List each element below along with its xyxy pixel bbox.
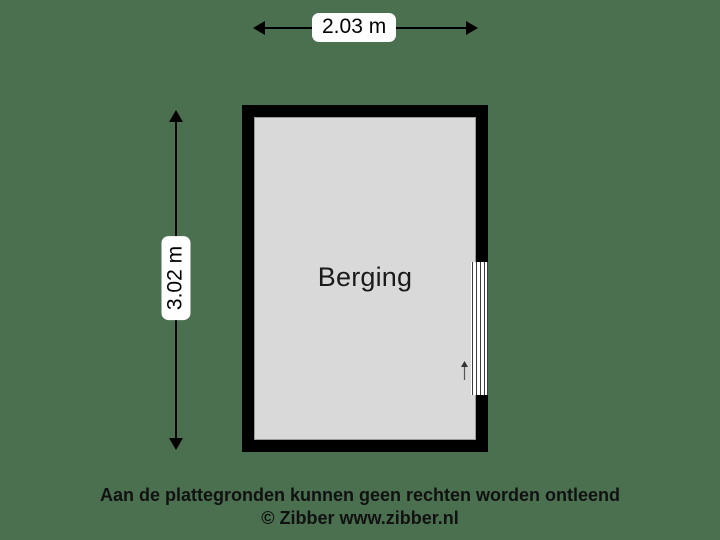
height-dimension-label: 3.02 m: [161, 235, 191, 321]
width-dimension-label: 2.03 m: [312, 13, 397, 42]
width-dimension-arrow-left-icon: [253, 21, 265, 35]
height-dimension-arrow-bottom-icon: [169, 438, 183, 450]
door-swing-direction-arrow-icon: [461, 361, 468, 380]
height-dimension-arrow-top-icon: [169, 110, 183, 122]
footer-copyright-line: © Zibber www.zibber.nl: [261, 508, 459, 528]
footer-disclaimer-line: Aan de plattegronden kunnen geen rechten…: [99, 485, 621, 505]
width-dimension-arrow-right-icon: [466, 21, 478, 35]
room-floor: [254, 117, 476, 440]
window-pane-line: [480, 262, 481, 395]
window-pane-line: [472, 262, 473, 395]
window-pane-line: [487, 262, 488, 395]
window-pane-line: [484, 262, 485, 395]
window-pane-line: [476, 262, 477, 395]
footer-disclaimer: Aan de plattegronden kunnen geen rechten…: [0, 484, 720, 530]
window-right-wall: [471, 262, 488, 395]
room-label-berging: Berging: [317, 262, 413, 292]
